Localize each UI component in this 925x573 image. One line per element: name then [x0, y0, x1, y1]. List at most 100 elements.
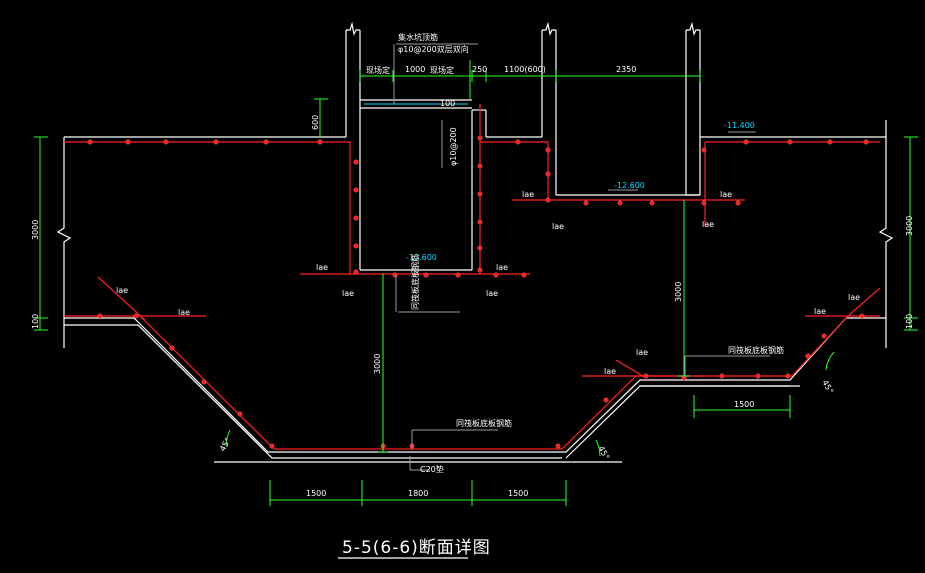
lae-label-7: lae	[522, 190, 534, 199]
rebar-dot	[353, 187, 359, 193]
rebar-dot	[545, 147, 551, 153]
rebar-dot	[785, 373, 791, 379]
dimension-lines	[34, 60, 918, 506]
lae-label-12: lae	[604, 367, 616, 376]
rebar-dot	[545, 171, 551, 177]
dim-right-1500: 1500	[734, 400, 754, 409]
on-site-right-label: 现场定	[430, 65, 454, 75]
lae-label-10: lae	[702, 220, 714, 229]
rebar-dot	[353, 243, 359, 249]
elevation-top-right: -11.400	[724, 121, 755, 130]
dim-left-600: 600	[311, 115, 320, 130]
rebar-dot	[163, 139, 169, 145]
rebar-dot	[477, 245, 483, 251]
drawing-title: 5-5(6-6)断面详图	[342, 538, 491, 558]
rebar-dot	[493, 272, 499, 278]
rebar-dot	[169, 345, 175, 351]
rebar-dot	[719, 373, 725, 379]
rebar-dot	[353, 269, 359, 275]
dim-left-100: 100	[31, 314, 40, 329]
angle-right-top: 45°	[820, 379, 835, 396]
lae-label-13: lae	[814, 307, 826, 316]
rebar-dot	[701, 147, 707, 153]
dim-top-250: 250	[472, 65, 487, 74]
rebar-dot	[477, 163, 483, 169]
dim-left-3000: 3000	[31, 220, 40, 240]
rebar-dots	[87, 135, 869, 449]
dim-bottom-1800: 1800	[408, 489, 428, 498]
rebar-dot	[213, 139, 219, 145]
rebar-dot	[201, 379, 207, 385]
rebar-dot	[755, 373, 761, 379]
rebar-dot	[603, 397, 609, 403]
rebar-dot	[263, 139, 269, 145]
dim-mid-3000: 3000	[373, 354, 382, 374]
right-rebar-label: 同筏板底板钢筋	[728, 345, 784, 355]
concrete-outline	[56, 21, 894, 463]
bottom-rebar-label: 同筏板底板钢筋	[456, 418, 512, 428]
rebar-dot	[125, 139, 131, 145]
rebar-dot	[269, 443, 275, 449]
rebar-dot	[392, 272, 398, 278]
lae-label-8: lae	[552, 222, 564, 231]
lae-label-6: lae	[486, 289, 498, 298]
top-rebar-label: 集水坑顶筋	[398, 32, 438, 42]
rebar-dot	[545, 197, 551, 203]
rebar-dot	[787, 139, 793, 145]
elevation-pit-left: -13.600	[406, 253, 437, 262]
rebar-dot	[353, 159, 359, 165]
side-rebar-label: φ10@200	[449, 127, 458, 166]
rebar-dot	[477, 219, 483, 225]
dim-mid-3000-right: 3000	[674, 282, 683, 302]
rebar-dot	[133, 313, 139, 319]
dim-bottom-1500-right: 1500	[508, 489, 528, 498]
rebar-dot	[237, 411, 243, 417]
dim-right-100: 100	[905, 314, 914, 329]
rebar-dot	[515, 139, 521, 145]
rebar-dot	[617, 200, 623, 206]
angle-right-bottom: 45°	[596, 445, 611, 462]
rebar-dot	[743, 139, 749, 145]
lae-label-5: lae	[496, 263, 508, 272]
rebar-dot	[859, 313, 865, 319]
angle-left-bottom: 45°	[218, 436, 233, 453]
rebar-dot	[97, 313, 103, 319]
lae-label-2: lae	[178, 308, 190, 317]
rebar-dot	[827, 139, 833, 145]
rebar-dot	[643, 373, 649, 379]
on-site-left-label: 现场定	[366, 65, 390, 75]
rebar-dot	[317, 139, 323, 145]
lae-label-11: lae	[636, 348, 648, 357]
rebar-dot	[735, 200, 741, 206]
rebar-dot	[701, 200, 707, 206]
labels: 集水坑顶筋 φ10@200双层双向 现场定 现场定 1000 250 1100(…	[31, 32, 914, 559]
rebar-dot	[649, 200, 655, 206]
rebar-dot	[821, 333, 827, 339]
dim-top-1100: 1100(600)	[504, 65, 546, 74]
rebar-dot	[583, 200, 589, 206]
rebar-dot	[455, 272, 461, 278]
dim-top-1000: 1000	[405, 65, 425, 74]
cushion-label: C20垫	[420, 464, 444, 474]
rebar-dot	[477, 267, 483, 273]
rebar-dot	[521, 272, 527, 278]
rebar-dot	[423, 272, 429, 278]
lae-label-1: lae	[116, 286, 128, 295]
rebar-dot	[805, 353, 811, 359]
dim-bottom-1500-left: 1500	[306, 489, 326, 498]
dim-top-2350: 2350	[616, 65, 636, 74]
rebar-dot	[353, 215, 359, 221]
lae-label-14: lae	[848, 293, 860, 302]
rebar-dot	[477, 135, 483, 141]
rebar-dot	[555, 443, 561, 449]
top-rebar-spec-label: φ10@200双层双向	[398, 44, 469, 54]
rebar-dot	[87, 139, 93, 145]
dim-right-3000: 3000	[905, 216, 914, 236]
rebar-dot	[477, 191, 483, 197]
pit-bottom-rebar-label: 同筏板底板钢筋	[410, 254, 420, 310]
lae-label-3: lae	[316, 263, 328, 272]
elevation-pit-right: -12.600	[614, 181, 645, 190]
lae-label-9: lae	[720, 190, 732, 199]
rebar-dot	[863, 139, 869, 145]
